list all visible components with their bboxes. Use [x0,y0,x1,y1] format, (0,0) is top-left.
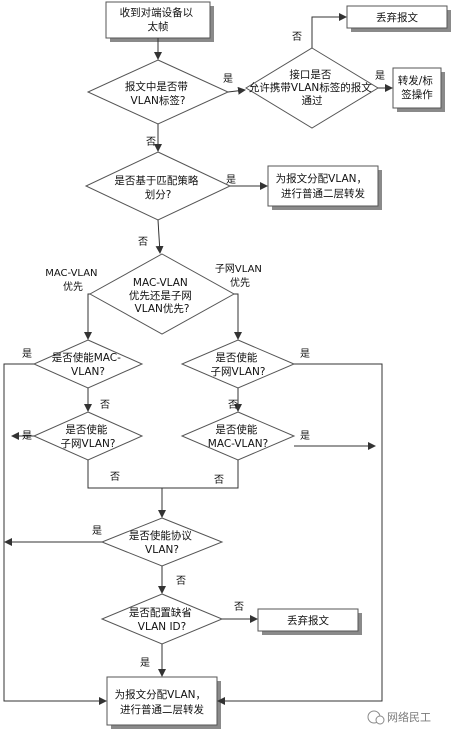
edge-label-yes: 是 [92,525,102,537]
default-decision-label: 是否配置缺省 VLAN ID? [129,606,195,633]
protocol-decision [100,517,224,567]
edge-label-mac-vlan-first: MAC-VLAN 优先 [45,268,100,293]
subnet-left-decision-label: 是否使能 子网VLAN? [61,423,116,450]
allow-decision-label: 接口是否 允许携带VLAN标签的报文 通过 [249,68,375,107]
tagged-decision-label: 报文中是否带 VLAN标签? [125,80,191,107]
protocol-decision-label: 是否使能协议 VLAN? [129,529,195,556]
forward-tag-box [392,67,442,109]
edge-label-no: 否 [234,601,244,613]
edge-label-no: 否 [146,136,156,148]
watermark: 网络民工 [367,710,431,725]
drop-bottom-label: 丢弃报文 [287,614,329,627]
start-box [105,1,211,39]
assign-policy-label: 为报文分配VLAN， 进行普通二层转发 [276,172,371,200]
drop-top-box [346,5,448,29]
subnet-left-decision [32,411,144,461]
edge-label-no: 否 [214,474,224,486]
edge-label-yes: 是 [300,430,310,442]
assign-final-label: 为报文分配VLAN， 进行普通二层转发 [115,688,210,716]
edge-label-no: 否 [228,399,238,411]
start-label: 收到对端设备以 太帧 [120,6,197,33]
edge-label-no: 否 [100,399,110,411]
edge-label-no: 否 [110,471,120,483]
edge-label-yes: 是 [375,70,385,82]
edge-label-yes: 是 [223,73,233,85]
connectors [3,13,393,705]
default-decision [100,593,224,645]
forward-tag-label: 转发/标 签操作 [398,74,436,101]
edge-label-yes: 是 [22,348,32,360]
subnet-right-decision [180,339,296,389]
edge-label-yes: 是 [300,348,310,360]
drop-bottom-box [257,608,359,632]
drop-top-label: 丢弃报文 [376,11,418,24]
mac-right-decision-label: 是否使能 MAC-VLAN? [208,423,268,450]
allow-decision [245,47,379,129]
priority-decision-label: MAC-VLAN 优先还是子网 VLAN优先? [129,277,195,315]
policy-decision-label: 是否基于匹配策略 划分? [114,174,201,201]
edge-label-no: 否 [292,31,302,43]
mac-right-decision [180,411,296,461]
edge-label-yes: 是 [226,174,236,186]
mac-left-decision [32,339,144,389]
watermark-text: 网络民工 [387,710,431,724]
subnet-right-decision-label: 是否使能 子网VLAN? [211,351,266,378]
edge-label-yes: 是 [140,657,150,669]
edge-label-no: 否 [138,236,148,248]
priority-decision [88,253,236,335]
edge-label-yes: 是 [22,430,32,442]
mac-left-decision-label: 是否使能MAC- VLAN? [52,351,125,378]
assign-policy-box [267,165,379,207]
edge-label-subnet-vlan-first: 子网VLAN 优先 [215,263,265,289]
assign-final-box [106,676,218,726]
edge-label-no: 否 [176,575,186,587]
